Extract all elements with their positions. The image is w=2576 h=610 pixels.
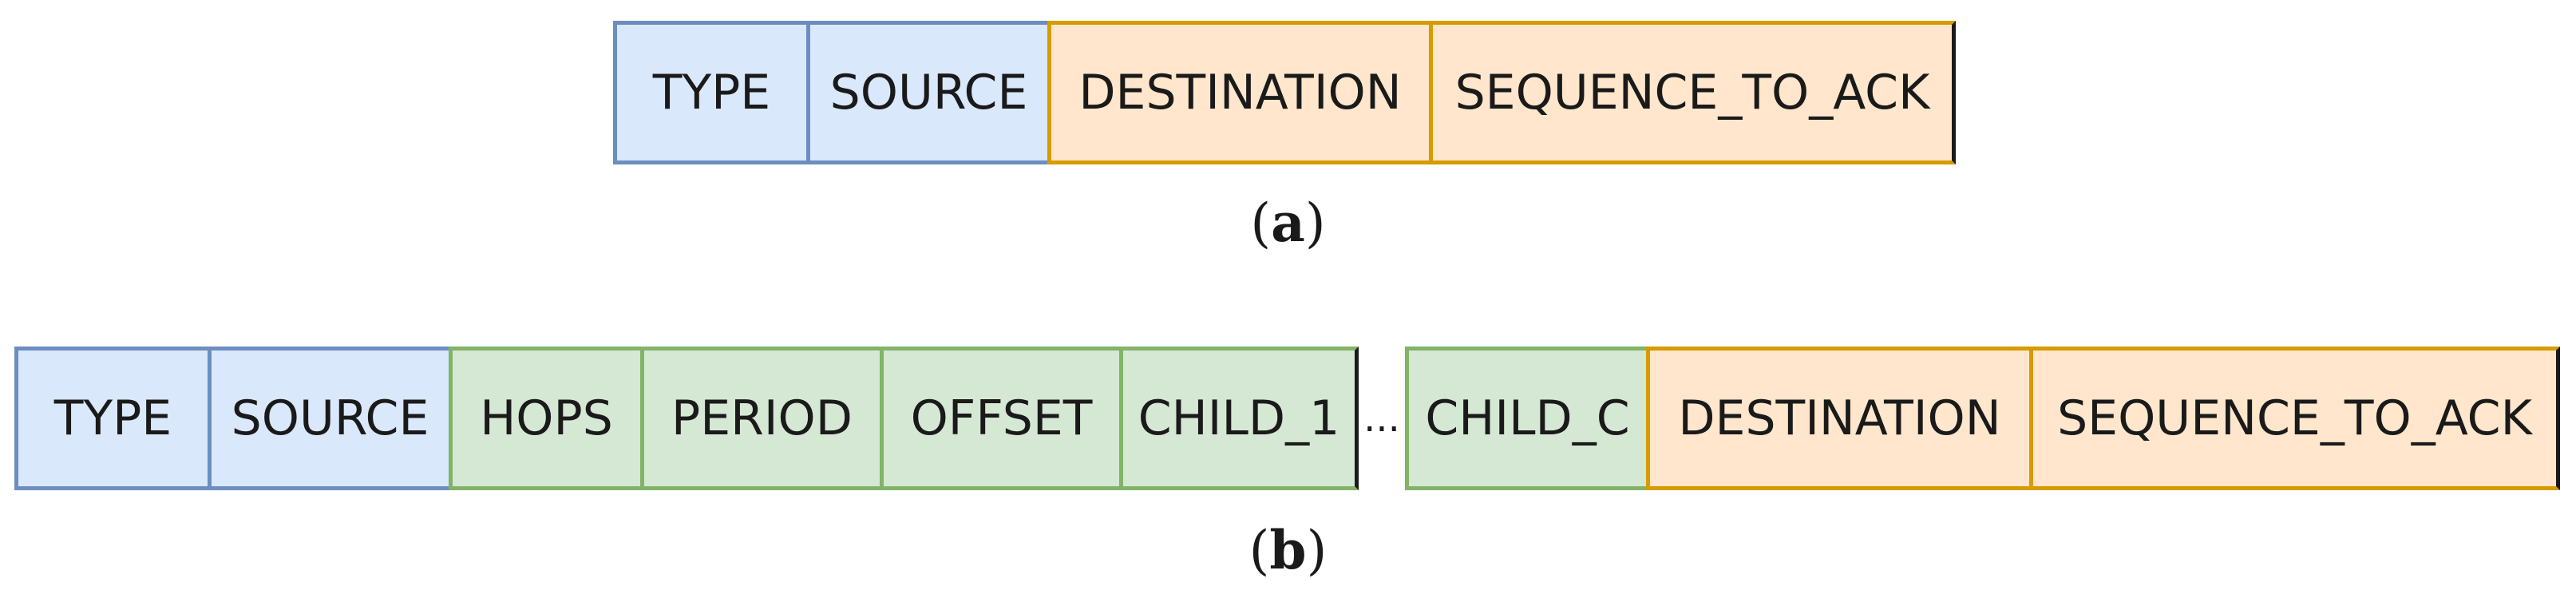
- caption-a-label: a: [1271, 192, 1305, 254]
- field-child-c: CHILD_C: [1405, 347, 1646, 490]
- field-destination: DESTINATION: [1047, 21, 1429, 164]
- field-hops: HOPS: [449, 347, 640, 490]
- field-type: TYPE: [14, 347, 208, 490]
- field-type: TYPE: [613, 21, 806, 164]
- packet-format-a: TYPE SOURCE DESTINATION SEQUENCE_TO_ACK: [613, 21, 1956, 164]
- packet-format-b: TYPE SOURCE HOPS PERIOD OFFSET CHILD_1 .…: [14, 347, 2560, 490]
- field-source: SOURCE: [806, 21, 1047, 164]
- field-sequence-to-ack: SEQUENCE_TO_ACK: [1429, 21, 1956, 164]
- field-child-1: CHILD_1: [1119, 347, 1359, 490]
- caption-a: (a): [1250, 192, 1326, 254]
- field-ellipsis: ...: [1363, 396, 1400, 441]
- field-period: PERIOD: [640, 347, 880, 490]
- field-source: SOURCE: [208, 347, 449, 490]
- caption-b: (b): [1248, 519, 1328, 581]
- field-offset: OFFSET: [880, 347, 1119, 490]
- field-sequence-to-ack: SEQUENCE_TO_ACK: [2029, 347, 2560, 490]
- field-destination: DESTINATION: [1646, 347, 2029, 490]
- caption-b-label: b: [1269, 519, 1307, 581]
